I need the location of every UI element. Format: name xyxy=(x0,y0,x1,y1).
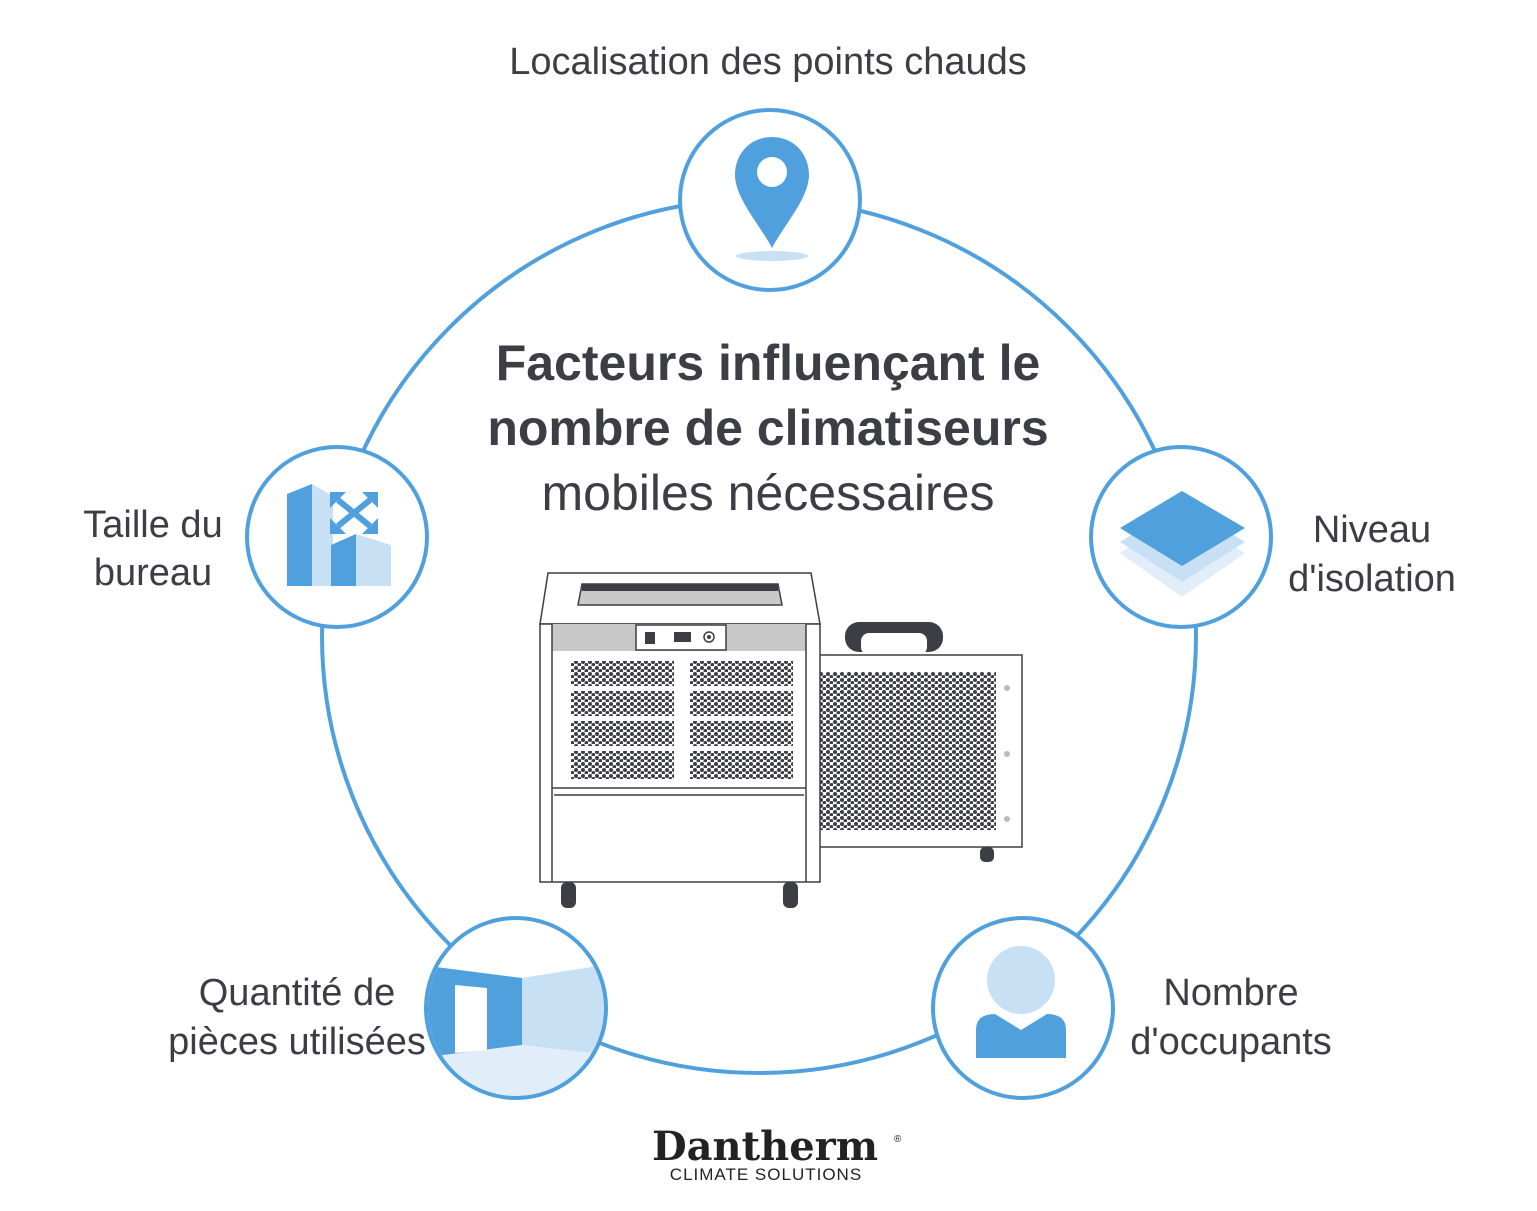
factor-label: Niveau xyxy=(1313,509,1431,551)
logo-tagline: CLIMATE SOLUTIONS xyxy=(670,1165,862,1184)
building-expand-icon xyxy=(287,484,391,586)
factor-insulation: Niveau d'isolation xyxy=(1089,445,1456,629)
factor-rooms: Quantité de pièces utilisées xyxy=(168,916,608,1100)
factor-label: Localisation des points chauds xyxy=(509,41,1027,83)
factor-label: Quantité de xyxy=(199,972,395,1014)
factor-label: d'isolation xyxy=(1288,558,1456,600)
room-door-icon xyxy=(428,964,604,1096)
title-line-2: nombre de climatiseurs xyxy=(487,400,1048,456)
factor-label: Taille du xyxy=(83,504,222,546)
factor-label: bureau xyxy=(94,552,212,594)
dantherm-logo: Dantherm ® CLIMATE SOLUTIONS xyxy=(652,1123,902,1184)
mobile-air-conditioner-illustration xyxy=(539,572,1023,908)
factor-label: pièces utilisées xyxy=(168,1021,426,1063)
factor-label: d'occupants xyxy=(1130,1021,1332,1063)
factor-office-size: Taille du bureau xyxy=(83,445,429,629)
person-icon xyxy=(976,946,1066,1058)
title-line-1: Facteurs influençant le xyxy=(496,335,1041,391)
title-line-3: mobiles nécessaires xyxy=(542,465,995,521)
map-pin-icon xyxy=(735,137,809,261)
layers-icon xyxy=(1120,491,1245,597)
factor-label: Nombre xyxy=(1163,972,1298,1014)
logo-registered: ® xyxy=(894,1134,902,1145)
logo-brand: Dantherm xyxy=(652,1123,878,1170)
factor-occupants: Nombre d'occupants xyxy=(931,916,1332,1100)
icon-circle xyxy=(245,445,429,629)
factor-hotspots: Localisation des points chauds xyxy=(509,41,1027,292)
